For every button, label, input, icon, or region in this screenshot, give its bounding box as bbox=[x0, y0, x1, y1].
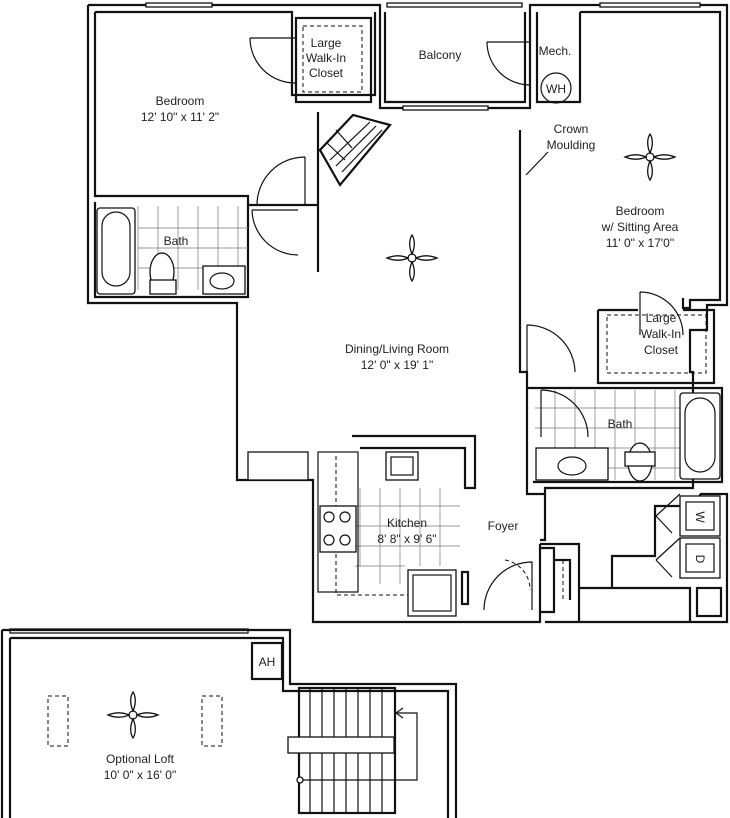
exterior-walls bbox=[86, 3, 729, 624]
mech-room: Mech. WH bbox=[486, 41, 572, 104]
foyer: Foyer bbox=[483, 519, 572, 614]
bedroom-2: Bedroom w/ Sitting Area 11' 0" x 17'0" bbox=[601, 132, 684, 336]
bedroom-2-line2: w/ Sitting Area bbox=[601, 220, 679, 234]
bedroom-1-door bbox=[256, 156, 306, 206]
bedroom-2-size: 11' 0" x 17'0" bbox=[606, 236, 674, 250]
washer bbox=[679, 495, 721, 537]
walk-in-closet-1: Large Walk-In Closet bbox=[294, 16, 373, 104]
living-size: 12' 0" x 19' 1" bbox=[361, 358, 433, 372]
bedroom-2-door bbox=[526, 324, 576, 373]
bedroom-2-line1: Bedroom bbox=[616, 204, 665, 218]
bedroom-1-size: 12' 10" x 11' 2" bbox=[141, 110, 219, 124]
walkin-2-line2: Walk-In bbox=[641, 327, 681, 341]
loft-stair bbox=[287, 686, 418, 815]
kitchen: Kitchen 8' 8" x 9' 6" bbox=[247, 434, 477, 617]
ceiling-fan-bedroom-2 bbox=[623, 132, 677, 182]
optional-loft: AH Optional Loft 10' 0" x 16' 0" bbox=[0, 628, 458, 818]
walkin-2-line3: Closet bbox=[644, 343, 679, 357]
washer-label: W bbox=[693, 511, 707, 523]
kitchen-name: Kitchen bbox=[387, 516, 427, 530]
bath-2-name: Bath bbox=[608, 417, 633, 431]
bath-2: Bath bbox=[527, 386, 724, 484]
crown-moulding: Crown Moulding bbox=[525, 122, 596, 176]
walkin-2-line1: Large bbox=[646, 311, 677, 325]
dryer-label: D bbox=[693, 555, 707, 564]
walk-in-closet-2: Large Walk-In Closet bbox=[596, 308, 716, 385]
entry-door bbox=[483, 561, 533, 611]
walkin-1-line1: Large bbox=[311, 36, 342, 50]
walkin-1-line3: Closet bbox=[309, 66, 344, 80]
bath-1: Bath bbox=[96, 206, 299, 295]
living-room: Dining/Living Room 12' 0" x 19' 1" bbox=[345, 233, 576, 373]
ceiling-fan-loft bbox=[106, 690, 160, 740]
bedroom-1: Bedroom 12' 10" x 11' 2" bbox=[141, 37, 306, 206]
bathtub-2 bbox=[679, 392, 721, 480]
loft-name: Optional Loft bbox=[106, 752, 175, 766]
laundry: W D bbox=[655, 493, 723, 618]
bathtub-1 bbox=[96, 207, 136, 295]
foyer-name: Foyer bbox=[488, 519, 519, 533]
water-heater-label: WH bbox=[546, 82, 566, 96]
balcony: Balcony bbox=[419, 48, 462, 62]
ah-label: AH bbox=[259, 655, 276, 669]
mech-name: Mech. bbox=[539, 44, 572, 58]
kitchen-tile bbox=[355, 488, 460, 584]
balcony-name: Balcony bbox=[419, 48, 462, 62]
crown-line1: Crown bbox=[554, 122, 589, 136]
walkin-1-line2: Walk-In bbox=[306, 51, 346, 65]
kitchen-size: 8' 8" x 9' 6" bbox=[377, 532, 436, 546]
dryer bbox=[679, 537, 721, 579]
bath-1-name: Bath bbox=[164, 234, 189, 248]
refrigerator bbox=[407, 569, 457, 617]
vanity-1 bbox=[202, 265, 246, 295]
bedroom-1-name: Bedroom bbox=[156, 94, 205, 108]
loft-size: 10' 0" x 16' 0" bbox=[104, 768, 176, 782]
air-handler bbox=[250, 641, 284, 681]
interior-stair bbox=[248, 112, 392, 272]
crown-line2: Moulding bbox=[547, 138, 596, 152]
ceiling-fan-living bbox=[385, 233, 439, 283]
living-name: Dining/Living Room bbox=[345, 342, 449, 356]
closet-1-door bbox=[249, 37, 296, 84]
